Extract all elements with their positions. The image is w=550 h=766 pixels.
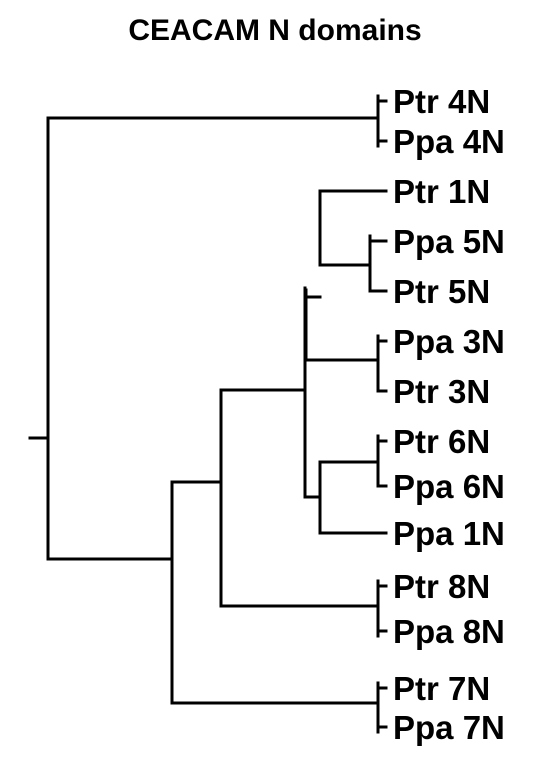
leaf-label: Ptr 5N bbox=[393, 273, 490, 310]
leaf-label: Ppa 6N bbox=[393, 468, 505, 505]
leaf-label: Ppa 7N bbox=[393, 709, 505, 746]
leaf-label: Ppa 4N bbox=[393, 123, 505, 160]
leaf-label: Ppa 5N bbox=[393, 223, 505, 260]
leaf-label: Ptr 1N bbox=[393, 173, 490, 210]
leaf-label: Ptr 6N bbox=[393, 423, 490, 460]
leaf-label: Ptr 4N bbox=[393, 83, 490, 120]
leaf-label: Ptr 7N bbox=[393, 670, 490, 707]
leaf-label: Ppa 1N bbox=[393, 515, 505, 552]
leaf-label: Ppa 8N bbox=[393, 613, 505, 650]
leaf-label: Ptr 8N bbox=[393, 568, 490, 605]
diagram-title: CEACAM N domains bbox=[128, 14, 422, 47]
leaf-label: Ptr 3N bbox=[393, 373, 490, 410]
leaf-label: Ppa 3N bbox=[393, 323, 505, 360]
tree-branches bbox=[28, 94, 388, 734]
